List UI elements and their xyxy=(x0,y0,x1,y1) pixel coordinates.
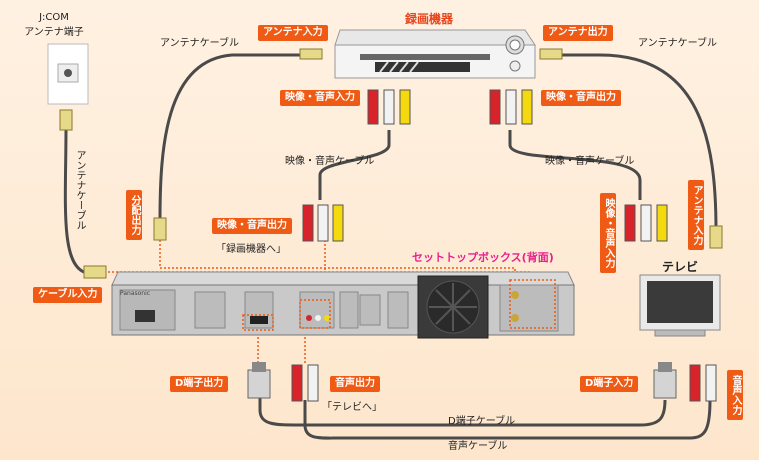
tag-d-out: D端子出力 xyxy=(170,376,229,392)
antenna-cable-wall-to-stb xyxy=(63,127,85,274)
d-terminal-plug-stb xyxy=(247,362,271,399)
tv-title: テレビ xyxy=(662,260,699,274)
d-terminal-cable xyxy=(258,395,667,427)
label-antenna-cable-right: アンテナケーブル xyxy=(638,38,717,49)
f-connector-tv xyxy=(709,225,723,249)
set-top-box xyxy=(111,271,575,339)
audio-plugs-tv xyxy=(689,364,717,402)
antenna-cable-recorder-to-tv xyxy=(556,53,718,231)
f-connector-wall xyxy=(59,109,73,131)
label-antenna-cable-wall: アンテナケーブル xyxy=(74,150,85,230)
av-cable-recorder-out xyxy=(508,130,642,200)
tag-tv-antenna-in: アンテナ入力 xyxy=(688,180,704,250)
tag-cable-in: ケーブル入力 xyxy=(33,287,103,303)
label-av-cable-left: 映像・音声ケーブル xyxy=(285,156,375,167)
rca-plugs-recorder-out xyxy=(489,89,533,125)
f-connector-recorder-in xyxy=(299,48,323,60)
label-to-recorder: 「録画機器へ」 xyxy=(216,244,286,255)
rca-plugs-stb-av xyxy=(302,204,344,242)
label-antenna-cable-left: アンテナケーブル xyxy=(160,38,239,49)
stb-brand-label: Panasonic xyxy=(120,290,151,297)
wall-jack-title: J:COM アンテナ端子 xyxy=(24,12,84,38)
tag-tv-av-in: 映像・音声入力 xyxy=(600,193,616,273)
label-av-cable-right: 映像・音声ケーブル xyxy=(545,156,635,167)
tag-tv-audio-in: 音声入力 xyxy=(727,370,743,420)
recorder-title: 録画機器 xyxy=(405,12,454,26)
audio-cable xyxy=(303,399,712,440)
tv-device xyxy=(639,274,721,337)
f-connector-cable-in xyxy=(83,265,107,279)
f-connector-recorder-out xyxy=(539,48,563,60)
av-cable-recorder-in xyxy=(318,130,391,200)
label-to-tv: 「テレビへ」 xyxy=(322,402,382,413)
label-audio-cable: 音声ケーブル xyxy=(448,441,508,452)
rca-plugs-recorder-in xyxy=(367,89,411,125)
stb-title: セットトップボックス(背面) xyxy=(412,251,554,264)
audio-plugs-stb xyxy=(291,364,319,402)
tag-stb-av-out: 映像・音声出力 xyxy=(212,218,292,234)
recorder-device xyxy=(334,29,536,79)
label-d-cable: D端子ケーブル xyxy=(448,416,516,427)
f-connector-splitter xyxy=(153,217,167,241)
d-terminal-plug-tv xyxy=(653,362,677,399)
antenna-cable-splitter-to-recorder xyxy=(158,53,308,221)
wall-jack-plate xyxy=(47,43,89,105)
tag-recorder-antenna-in: アンテナ入力 xyxy=(258,25,328,41)
tag-recorder-antenna-out: アンテナ出力 xyxy=(543,25,613,41)
rca-plugs-tv-av xyxy=(624,204,668,242)
tag-audio-out: 音声出力 xyxy=(330,376,380,392)
tag-recorder-av-out: 映像・音声出力 xyxy=(541,90,621,106)
tag-splitter-out: 分配出力 xyxy=(126,190,142,240)
tag-recorder-av-in: 映像・音声入力 xyxy=(280,90,360,106)
tag-tv-d-in: D端子入力 xyxy=(580,376,639,392)
